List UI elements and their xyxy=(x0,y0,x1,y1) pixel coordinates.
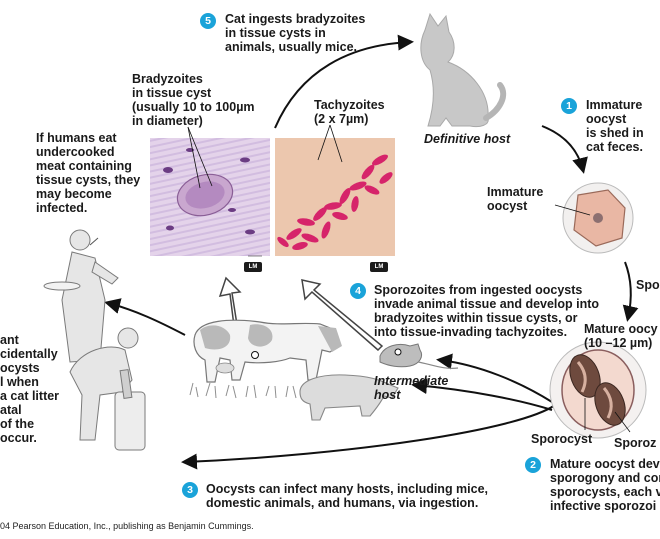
pregnant-women-note: ant cidentally ocysts l when a cat litte… xyxy=(0,333,60,445)
step-5-badge: 5 xyxy=(200,13,216,29)
bradyzoite-micrograph xyxy=(150,126,270,256)
person-litter-illustration xyxy=(69,327,146,451)
lm-badge-tachyzoites: LM xyxy=(370,262,388,272)
pig-illustration xyxy=(299,374,399,421)
sporogony-cut-label: Spor xyxy=(636,278,660,292)
step-4-badge: 4 xyxy=(350,283,366,299)
mature-oocyst-label: Mature oocy (10 –12 µm) xyxy=(584,322,658,350)
arrow-oocyst-to-mouse xyxy=(436,353,553,403)
immature-oocyst xyxy=(554,182,634,254)
arrow-oocyst-to-host xyxy=(181,404,556,470)
sporocyst-label: Sporocyst xyxy=(531,432,593,446)
step-4-text: Sporozoites from ingested oocysts invade… xyxy=(374,283,600,339)
mature-oocyst xyxy=(549,341,647,439)
tachyzoites-label: Tachyzoites (2 x 7µm) xyxy=(314,98,385,126)
human-eating-illustration xyxy=(43,229,119,363)
arrow-micrograph-to-cat xyxy=(274,34,414,129)
sporozoite-label: Sporoz xyxy=(614,436,657,450)
step-3-badge: 3 xyxy=(182,482,198,498)
arrow-cow-to-human xyxy=(104,298,186,336)
cat-illustration xyxy=(420,12,507,128)
arrow-cat-to-immature-oocyst xyxy=(541,125,588,174)
arrow-immature-to-mature xyxy=(622,261,639,322)
hollow-arrow-mouse-to-tachyzoites xyxy=(301,279,384,352)
arrow-oocyst-to-pig xyxy=(411,378,553,411)
step-5-text: Cat ingests bradyzoites in tissue cysts … xyxy=(225,12,366,54)
intermediate-host-label: Intermediate host xyxy=(374,374,449,402)
step-2-text: Mature oocyst dev sporogony and con spor… xyxy=(550,457,660,513)
step-2-badge: 2 xyxy=(525,457,541,473)
copyright-credit: 04 Pearson Education, Inc., publishing a… xyxy=(0,521,254,531)
definitive-host-label: Definitive host xyxy=(424,132,511,146)
bradyzoites-label: Bradyzoites in tissue cyst (usually 10 t… xyxy=(132,72,255,128)
step-1-badge: 1 xyxy=(561,98,577,114)
mouse-illustration xyxy=(379,343,459,369)
immature-oocyst-label: Immature oocyst xyxy=(487,185,544,213)
lm-badge-bradyzoites: LM xyxy=(244,262,262,272)
cow-illustration xyxy=(193,319,342,383)
step-1-text: Immature oocyst is shed in cat feces. xyxy=(586,98,644,154)
step-3-text: Oocysts can infect many hosts, including… xyxy=(206,482,489,510)
humans-eat-note: If humans eat undercooked meat containin… xyxy=(36,131,141,215)
tachyzoite-micrograph xyxy=(275,124,395,256)
